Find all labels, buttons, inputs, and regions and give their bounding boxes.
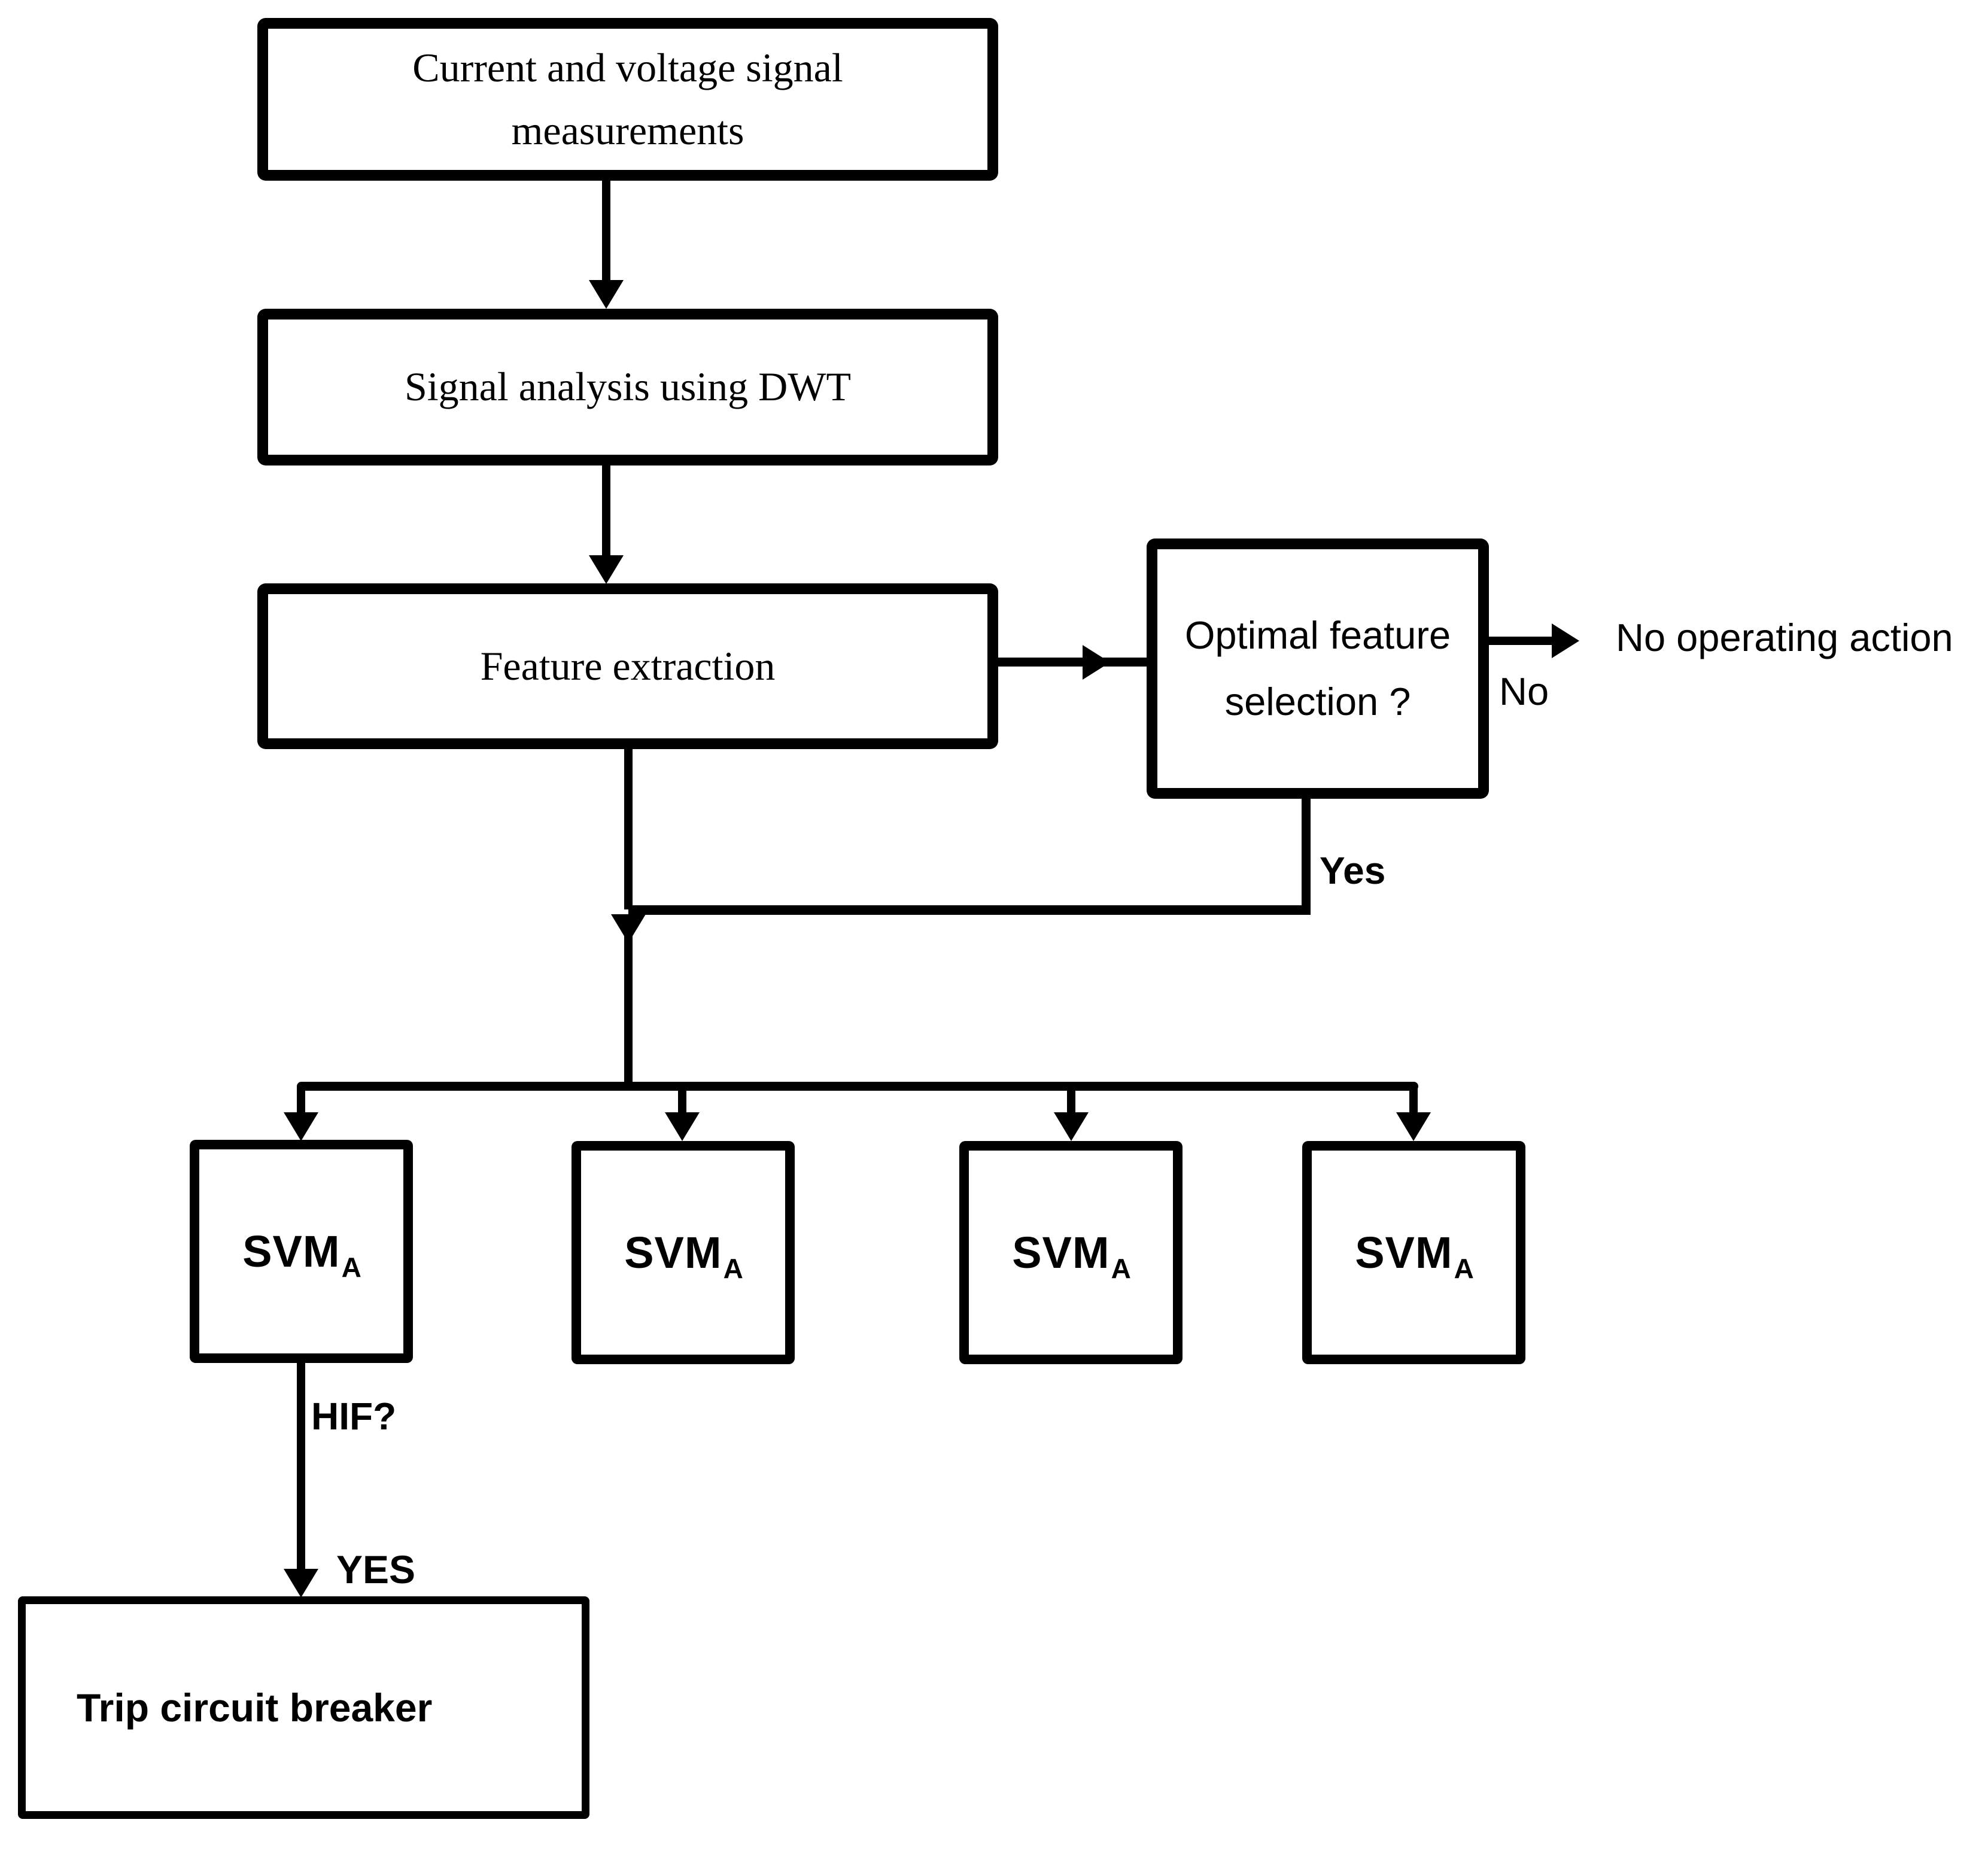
- arrowhead-down-svm3-icon: [1054, 1112, 1089, 1141]
- label-yes: Yes: [1320, 849, 1386, 892]
- arrowhead-right-optimal-icon: [1083, 645, 1110, 680]
- node-svm-4: SVM A: [1302, 1141, 1525, 1364]
- node-optimal-line2: selection ?: [1224, 679, 1411, 723]
- arrowhead-down-svm4-icon: [1396, 1112, 1431, 1141]
- arrowhead-right-no-action-icon: [1552, 623, 1579, 658]
- arrowhead-down-feature-icon: [589, 555, 624, 584]
- node-feature-extraction: Feature extraction: [257, 583, 998, 749]
- svm-2-label: SVM: [624, 1228, 722, 1277]
- arrowhead-down-svm2-icon: [665, 1112, 700, 1141]
- label-yes-caps: YES: [336, 1547, 416, 1592]
- node-trip-circuit-breaker: Trip circuit breaker: [18, 1596, 589, 1819]
- node-measurements-line1: Current and voltage signal: [412, 44, 843, 90]
- svm-1-subscript: A: [341, 1251, 361, 1283]
- svm-4-label: SVM: [1355, 1228, 1453, 1277]
- svm-2-subscript: A: [723, 1252, 743, 1284]
- label-hif: HIF?: [311, 1395, 397, 1438]
- node-optimal-feature-selection: Optimal feature selection ?: [1147, 538, 1489, 799]
- connector-svm3-drop: [1067, 1086, 1075, 1116]
- node-measurements-line2: measurements: [511, 108, 744, 153]
- connector-dwt-feature: [602, 464, 610, 557]
- connector-yes-horizontal: [628, 905, 1311, 915]
- node-dwt-label: Signal analysis using DWT: [404, 364, 852, 410]
- connector-junction-distribution: [624, 933, 633, 1086]
- node-svm-1: SVM A: [190, 1140, 413, 1363]
- connector-svm1-drop: [297, 1086, 305, 1116]
- node-measurements: Current and voltage signal measurements: [257, 18, 998, 181]
- arrowhead-down-svm1-icon: [284, 1112, 318, 1141]
- connector-measurements-dwt: [602, 178, 610, 283]
- connector-svm1-trip: [297, 1363, 305, 1572]
- node-svm-2: SVM A: [572, 1141, 795, 1364]
- connector-feature-optimal: [998, 658, 1147, 667]
- node-svm-3: SVM A: [959, 1141, 1183, 1364]
- distribution-line: [297, 1082, 1418, 1091]
- svm-4-subscript: A: [1454, 1252, 1474, 1284]
- arrowhead-down-dwt-icon: [589, 280, 624, 309]
- arrowhead-down-trip-icon: [284, 1569, 318, 1598]
- connector-svm4-drop: [1409, 1086, 1418, 1116]
- svm-1-label: SVM: [242, 1227, 341, 1276]
- connector-optimal-yes-vertical: [1302, 798, 1311, 911]
- svm-3-label: SVM: [1012, 1228, 1110, 1277]
- connector-optimal-no-action: [1489, 637, 1552, 645]
- connector-feature-down: [624, 748, 633, 909]
- node-optimal-line1: Optimal feature: [1184, 613, 1451, 657]
- node-feature-extraction-label: Feature extraction: [480, 643, 776, 689]
- label-no-operating-action: No operating action: [1616, 616, 1953, 659]
- connector-svm2-drop: [678, 1086, 686, 1116]
- node-trip-label: Trip circuit breaker: [77, 1685, 433, 1730]
- svm-3-subscript: A: [1111, 1252, 1131, 1284]
- label-no: No: [1499, 670, 1549, 713]
- node-dwt: Signal analysis using DWT: [257, 309, 998, 465]
